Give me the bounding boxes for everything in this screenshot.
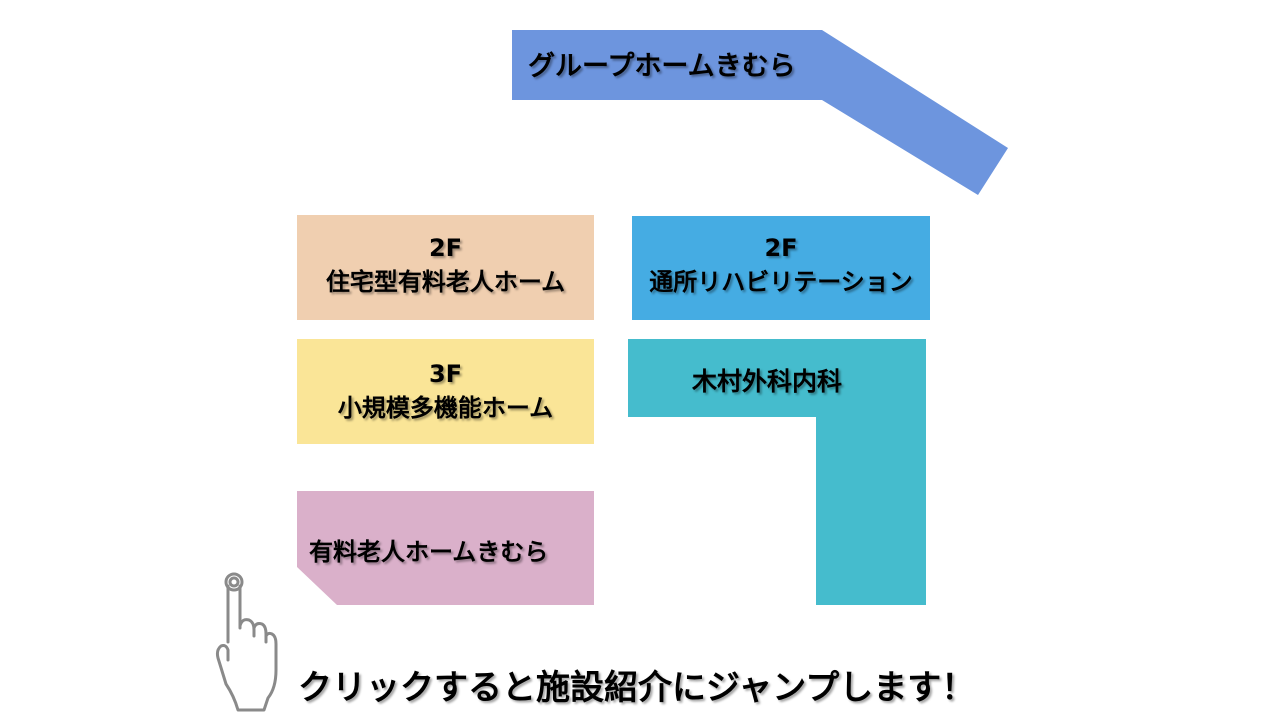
facility-3f-multifunction-home[interactable]: 3F 小規模多機能ホーム [297, 339, 594, 444]
floor-label: 3F [428, 360, 463, 388]
group-home-banner[interactable] [512, 30, 1012, 200]
pointing-hand-icon [215, 572, 278, 712]
paid-nursing-home-label[interactable]: 有料老人ホームきむら [309, 538, 549, 566]
facility-2f-residential-home-label: 2F 住宅型有料老人ホーム [297, 231, 594, 299]
floor-label: 2F [764, 234, 798, 262]
facility-2f-day-rehab[interactable]: 2F 通所リハビリテーション [632, 216, 930, 320]
facility-2f-day-rehab-label: 2F 通所リハビリテーション [632, 231, 930, 299]
facility-2f-residential-home[interactable]: 2F 住宅型有料老人ホーム [297, 215, 594, 320]
paid-nursing-home-shape[interactable] [297, 491, 594, 605]
paid-nursing-home-block[interactable] [297, 491, 597, 607]
clinic-block-shape[interactable] [628, 339, 926, 605]
clinic-label[interactable]: 木村外科内科 [692, 367, 843, 396]
floor-label: 2F [428, 234, 463, 262]
facility-3f-multifunction-home-label: 3F 小規模多機能ホーム [297, 357, 594, 425]
group-home-banner-shape[interactable] [512, 30, 1008, 195]
facility-name: 住宅型有料老人ホーム [325, 268, 566, 296]
instruction-text: クリックすると施設紹介にジャンプします！ [298, 668, 976, 708]
facility-name: 通所リハビリテーション [649, 268, 913, 296]
clinic-block[interactable] [628, 339, 928, 609]
group-home-label[interactable]: グループホームきむら [528, 51, 796, 82]
facility-name: 小規模多機能ホーム [337, 394, 554, 422]
